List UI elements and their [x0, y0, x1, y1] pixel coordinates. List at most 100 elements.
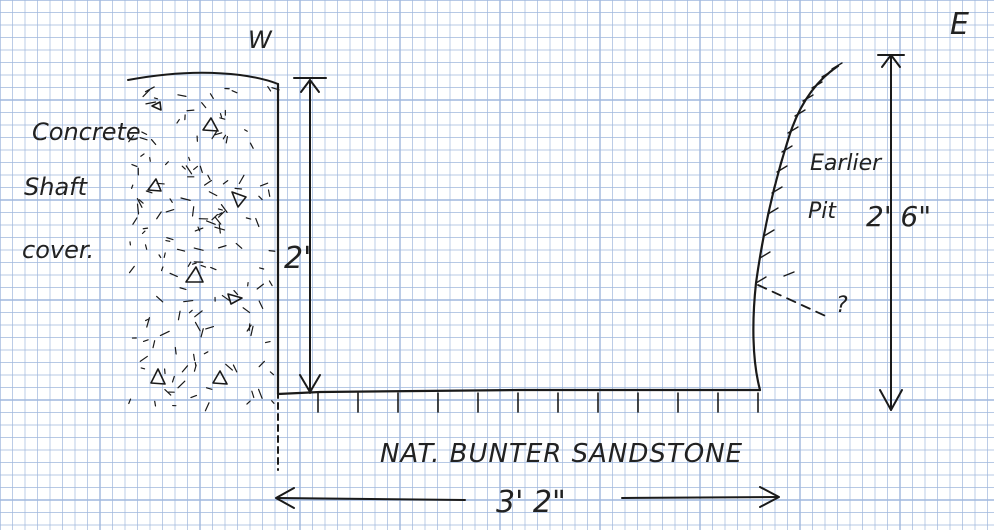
stipple-mark — [235, 242, 243, 249]
stipple-mark — [144, 244, 148, 250]
stipple-mark — [177, 380, 186, 389]
stipple-mark — [267, 189, 271, 197]
hatch-mark — [755, 276, 767, 284]
bedrock-ticks — [317, 392, 759, 413]
stipple-mark — [191, 206, 195, 217]
base-material-label: NAT. BUNTER SANDSTONE — [380, 439, 743, 469]
stipple-mark — [158, 254, 162, 259]
stipple-mark — [153, 97, 159, 100]
stipple-mark — [207, 174, 211, 180]
annotations: W E Concrete Shaft cover. 2' Earlier Pit… — [22, 7, 969, 520]
stipple-mark — [142, 227, 149, 230]
hatch-mark — [802, 94, 814, 102]
stipple-mark — [256, 283, 265, 290]
stipple-mark — [211, 213, 219, 221]
pit-extent-dashed-line — [757, 284, 831, 319]
stipple-mark — [130, 184, 134, 189]
stipple-mark — [232, 364, 238, 373]
stipple-mark — [250, 325, 254, 337]
width-dimension: 3' 2" — [496, 485, 566, 520]
stipple-mark — [128, 265, 135, 274]
stipple-mark — [197, 226, 201, 232]
stipple-mark — [185, 165, 193, 175]
stipple-mark — [268, 280, 273, 287]
stipple-mark — [169, 272, 178, 278]
stipple-mark — [169, 198, 173, 203]
hatch-mark — [763, 229, 775, 237]
stipple-mark — [259, 182, 269, 187]
stipple-mark — [205, 220, 216, 225]
stipple-mark — [231, 90, 238, 94]
stipple-mark — [193, 353, 196, 361]
hatch-mark — [787, 126, 799, 134]
stipple-mark — [174, 346, 177, 355]
stipple-mark — [258, 195, 263, 201]
stipple-mark — [188, 156, 191, 162]
stipple-mark — [219, 113, 223, 118]
stipple-mark — [186, 109, 195, 112]
stipple-mark — [164, 161, 169, 166]
stipple-mark — [149, 157, 151, 162]
stipple-mark — [217, 210, 226, 218]
stipple-mark — [166, 237, 174, 241]
hatch-mark — [781, 145, 793, 153]
stipple-mark — [176, 248, 186, 252]
stipple-mark — [218, 223, 221, 234]
stipple-mark — [131, 163, 138, 168]
stipple-mark — [152, 340, 156, 349]
stipple-mark — [192, 262, 197, 265]
stipple-mark — [225, 363, 233, 371]
stipple-mark — [251, 390, 255, 399]
stipple-mark — [271, 400, 275, 404]
stipple-mark — [200, 264, 207, 268]
stipple-mark — [136, 203, 140, 215]
earlier-pit-label-line2: Pit — [808, 199, 837, 224]
stipple-mark — [160, 266, 164, 272]
stipple-mark — [128, 398, 132, 405]
concrete-shaft-cover — [127, 71, 280, 412]
stipple-mark — [221, 294, 230, 302]
stipple-mark — [193, 165, 199, 171]
stipple-mark — [264, 340, 271, 344]
stipple-mark — [209, 93, 214, 99]
stipple-mark — [225, 135, 229, 144]
stipple-mark — [180, 197, 191, 201]
hatch-mark — [767, 207, 779, 215]
east-label: E — [950, 7, 969, 42]
stipple-mark — [164, 388, 172, 396]
stipple-mark — [210, 266, 217, 271]
stipple-mark — [142, 89, 150, 98]
stipple-mark — [201, 102, 207, 109]
stipple-mark — [163, 252, 166, 259]
hatch-mark — [771, 186, 783, 194]
stipple-mark — [128, 134, 135, 143]
stipple-mark — [145, 190, 153, 194]
stipple-mark — [138, 199, 144, 204]
stipple-mark — [214, 216, 222, 225]
stipple-mark — [205, 387, 213, 390]
stipple-mark — [159, 330, 170, 337]
aggregate-triangles — [147, 101, 247, 385]
stipple-mark — [154, 400, 157, 407]
stipple-mark — [177, 310, 181, 321]
stipple-mark — [165, 209, 175, 213]
stipple-mark — [141, 230, 146, 235]
stipple-mark — [176, 118, 180, 124]
concrete-label-line3: cover. — [22, 236, 94, 264]
concrete-label-line1: Concrete — [32, 118, 141, 146]
stipple-mark — [194, 361, 197, 367]
stipple-mark — [217, 208, 223, 211]
stipple-mark — [242, 307, 251, 314]
stipple-mark — [246, 324, 252, 332]
stipple-mark — [181, 365, 189, 373]
earlier-pit-hatching — [755, 62, 843, 284]
stipple-mark — [258, 300, 264, 310]
stipple-mark — [257, 388, 263, 399]
hatch-mark — [759, 251, 771, 259]
stipple-mark — [244, 129, 248, 132]
hatch-mark — [794, 109, 806, 117]
stipple-mark — [179, 287, 187, 291]
stipple-mark — [222, 134, 227, 140]
